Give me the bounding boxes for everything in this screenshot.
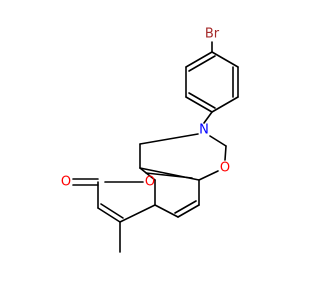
c-c-bond	[97, 207, 121, 223]
n-ch2-bond	[209, 135, 227, 147]
oxazine-oxygen-label: O	[220, 161, 230, 176]
phenyl-double-bond	[188, 55, 216, 72]
pyranone-ring-oxygen-label: O	[145, 175, 155, 190]
ch2-o-bond	[224, 145, 227, 161]
phenyl-bond	[185, 96, 213, 113]
o-c-bond	[198, 170, 219, 181]
phenyl-bond	[211, 51, 239, 68]
aromatic-bond	[177, 204, 200, 218]
bond-lines	[72, 41, 239, 253]
molecule-structure: Br N O O O	[61, 27, 239, 253]
phenyl-double-bond	[188, 92, 216, 109]
c-c-bond	[119, 204, 156, 223]
atom-labels: Br N O O O	[61, 27, 230, 190]
c-c-double-bond	[100, 203, 124, 219]
aromatic-double-bond	[174, 200, 197, 214]
aromatic-bond	[154, 204, 179, 218]
carbonyl-oxygen-label: O	[61, 175, 71, 190]
phenyl-bond	[211, 96, 239, 113]
bromine-atom-label: Br	[205, 27, 220, 42]
n-ch2-bond	[139, 133, 199, 145]
nitrogen-atom-label: N	[199, 123, 209, 138]
phenyl-bond	[185, 51, 213, 68]
aromatic-double-bond	[145, 172, 193, 179]
c-n-bond	[203, 111, 213, 124]
aromatic-bond	[139, 167, 156, 181]
